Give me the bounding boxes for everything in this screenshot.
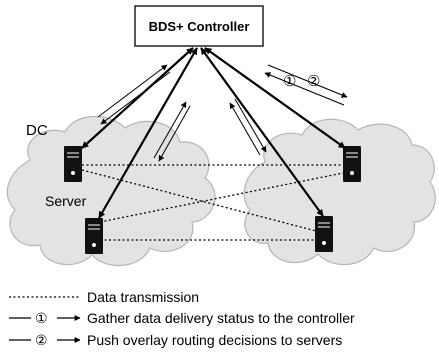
server-label: Server [45, 193, 87, 209]
legend-data-transmission: Data transmission [87, 289, 199, 305]
server-icon [64, 146, 82, 182]
controller-label: BDS+ Controller [149, 19, 250, 34]
legend: Data transmission ① Gather data delivery… [9, 289, 355, 348]
step-arrows [97, 64, 348, 162]
right-dc-cloud-icon [243, 118, 436, 266]
legend-step1-text: Gather data delivery status to the contr… [87, 310, 355, 326]
arrow-icon [264, 72, 345, 106]
arrow-icon [158, 105, 191, 162]
legend-step2-marker: ② [35, 332, 48, 348]
server-icon [343, 146, 361, 182]
controller-box: BDS+ Controller [134, 5, 264, 47]
arrow-icon [229, 102, 261, 156]
control-links [81, 47, 346, 219]
arrow-icon [153, 101, 187, 159]
step-marker-1: ① [283, 73, 296, 90]
dc-label: DC [26, 122, 48, 139]
arrow-icon [100, 71, 171, 125]
arrow-icon [234, 98, 267, 153]
control-arrow-icon [204, 47, 346, 149]
legend-step1-marker: ① [35, 310, 48, 326]
step-marker-2: ② [307, 73, 320, 90]
arrow-icon [97, 64, 168, 118]
control-arrow-icon [98, 47, 198, 219]
arrow-icon [267, 64, 348, 98]
legend-step2-text: Push overlay routing decisions to server… [87, 332, 342, 348]
server-icon [85, 218, 103, 254]
control-arrow-icon [200, 47, 324, 217]
server-icon [315, 216, 333, 252]
